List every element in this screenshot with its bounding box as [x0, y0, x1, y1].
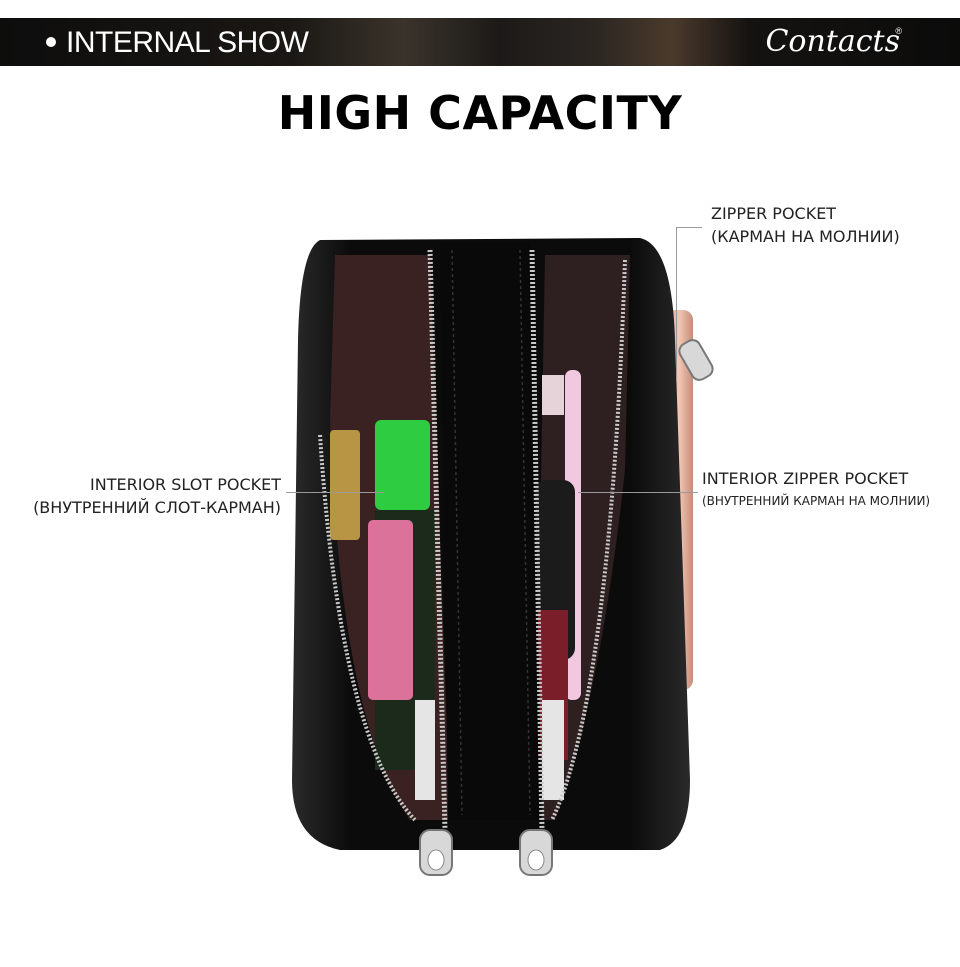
- leader-line-interior-zipper: [578, 492, 698, 493]
- leader-line-zipper-vertical: [676, 227, 677, 381]
- callout-zipper-pocket-en: ZIPPER POCKET: [711, 204, 837, 223]
- leader-line-slot: [286, 492, 384, 493]
- barcode-label-right: [542, 700, 564, 800]
- left-zipper-edge: [318, 434, 417, 822]
- leader-line-zipper-horizontal: [676, 227, 702, 228]
- callout-zipper-pocket: ZIPPER POCKET (КАРМАН НА МОЛНИИ): [711, 202, 900, 248]
- brand-logo: Contacts: [765, 24, 900, 59]
- callout-zipper-pocket-ru: (КАРМАН НА МОЛНИИ): [711, 227, 900, 246]
- callout-interior-zipper-pocket: INTERIOR ZIPPER POCKET (ВНУТРЕННИЙ КАРМА…: [702, 467, 930, 513]
- right-zipper-edge: [550, 259, 627, 821]
- product-photo: [292, 238, 714, 876]
- section-title: INTERNAL SHOW: [66, 26, 309, 59]
- left-zipper-track: [427, 249, 448, 831]
- center-handle: [440, 242, 542, 820]
- header-banner: INTERNAL SHOW Contacts ®: [0, 18, 960, 66]
- toothbrush-head: [542, 375, 564, 415]
- pink-lighter: [368, 520, 413, 700]
- callout-interior-slot-pocket: INTERIOR SLOT POCKET (ВНУТРЕННИЙ СЛОТ-КА…: [16, 473, 281, 519]
- right-zipper-track: [529, 249, 545, 831]
- callout-interior-slot-pocket-ru: (ВНУТРЕННИЙ СЛОТ-КАРМАН): [33, 498, 281, 517]
- barcode-label: [415, 700, 435, 800]
- callout-interior-slot-pocket-en: INTERIOR SLOT POCKET: [90, 475, 281, 494]
- green-bottle: [375, 420, 430, 510]
- gold-tube: [330, 430, 360, 540]
- callout-interior-zipper-pocket-en: INTERIOR ZIPPER POCKET: [702, 469, 909, 488]
- headline: HIGH CAPACITY: [277, 86, 683, 140]
- zipper-pull-left: [419, 829, 453, 876]
- zipper-pull-right: [519, 829, 553, 876]
- bullet-dot-icon: [46, 37, 56, 47]
- registered-mark: ®: [895, 26, 902, 36]
- zipper-pull-side: [678, 339, 714, 381]
- callout-interior-zipper-pocket-ru: (ВНУТРЕННИЙ КАРМАН НА МОЛНИИ): [702, 494, 931, 508]
